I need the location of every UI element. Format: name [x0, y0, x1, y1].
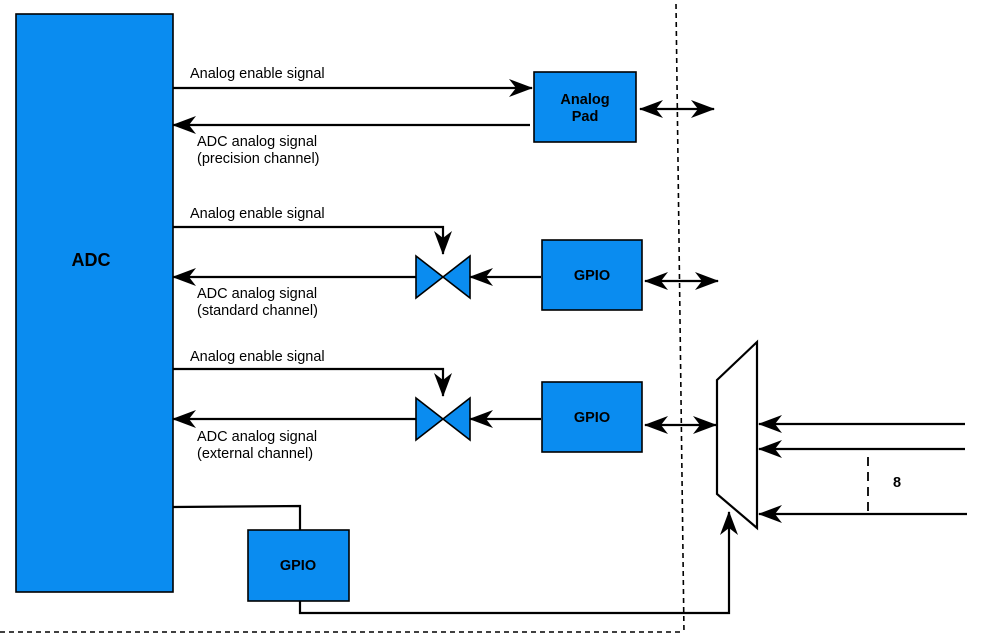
signal-label-1a: ADC analog signal	[197, 134, 317, 150]
gpio-block-1	[541, 239, 643, 311]
enable-arrow-2	[173, 225, 452, 255]
analog-pad-block	[533, 71, 637, 143]
enable-label-2: Analog enable signal	[190, 206, 325, 222]
analog-switch-3	[415, 396, 445, 442]
signal-label-1b: (precision channel)	[197, 151, 320, 167]
analog-switch-3b	[441, 396, 471, 442]
signal-label-2a: ADC analog signal	[197, 286, 317, 302]
multiplexer	[715, 339, 759, 531]
enable-label-3: Analog enable signal	[190, 349, 325, 365]
gpio-block-2	[541, 381, 643, 453]
gpio-label-3: GPIO	[280, 558, 316, 574]
bus-width-label: 8	[893, 475, 901, 491]
gpio-block-3	[247, 529, 350, 602]
analog-switch-2	[415, 254, 445, 300]
mux-select-arrow	[298, 511, 738, 615]
gpio-label-1: GPIO	[574, 268, 610, 284]
adc-label: ADC	[72, 250, 111, 270]
analog-pad-label-1: Analog	[560, 92, 609, 108]
analog-switch-2b	[441, 254, 471, 300]
chip-boundary-vertical	[675, 3, 685, 635]
signal-label-3b: (external channel)	[197, 446, 313, 462]
adc-block	[15, 13, 174, 593]
enable-label-1: Analog enable signal	[190, 66, 325, 82]
gpio-label-2: GPIO	[574, 410, 610, 426]
signal-label-2b: (standard channel)	[197, 303, 318, 319]
signal-label-3a: ADC analog signal	[197, 429, 317, 445]
enable-arrow-3	[173, 367, 452, 397]
analog-pad-label-2: Pad	[572, 109, 599, 125]
adc-to-gpio-line	[172, 504, 302, 530]
